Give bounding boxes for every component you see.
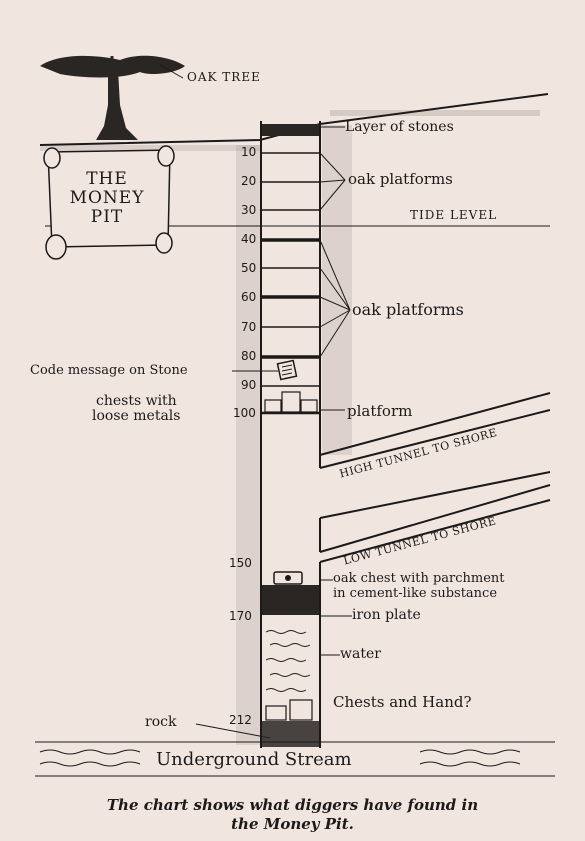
- ground-stipple: [40, 110, 540, 745]
- water-waves: [265, 630, 311, 692]
- label-underground-stream: Underground Stream: [152, 749, 356, 770]
- scroll-banner: [43, 145, 175, 260]
- depth-150: 150: [229, 556, 252, 570]
- label-tide-level: TIDE LEVEL: [410, 208, 498, 222]
- label-layer-of-stones: Layer of stones: [345, 119, 454, 135]
- low-tunnel: [319, 484, 551, 563]
- tree-canopy: [40, 55, 185, 78]
- label-code-message: Code message on Stone: [30, 363, 188, 378]
- label-oak-platforms-top: oak platforms: [348, 170, 453, 188]
- platforms: [262, 152, 319, 415]
- stone-layer: [262, 124, 319, 136]
- oak-tree-drawing: [40, 55, 185, 140]
- scroll-title: THE MONEY PIT: [48, 170, 166, 227]
- depth-50: 50: [241, 261, 257, 275]
- label-water: water: [340, 646, 381, 662]
- oak-chest-parchment: [262, 571, 319, 615]
- label-oak-platforms-mid: oak platforms: [352, 300, 464, 319]
- label-iron-plate: iron plate: [352, 607, 421, 623]
- scroll-line-2: MONEY: [69, 188, 145, 208]
- label-oak-chest-line2: in cement-like substance: [333, 586, 498, 601]
- depth-10: 10: [241, 145, 257, 159]
- chests-loose-metals: [264, 391, 318, 413]
- depth-70: 70: [241, 320, 257, 334]
- label-chests-line1: chests with: [96, 393, 177, 409]
- scroll-line-1: THE: [86, 169, 128, 189]
- caption-line-2: the Money Pit.: [231, 815, 354, 833]
- depth-40: 40: [241, 232, 257, 246]
- label-chests-line2: loose metals: [92, 408, 181, 424]
- code-stone: [276, 359, 298, 381]
- depth-30: 30: [241, 203, 257, 217]
- depth-80: 80: [241, 349, 257, 363]
- underground-stream-waves: [35, 741, 555, 777]
- label-platform: platform: [347, 402, 413, 420]
- label-oak-tree: OAK TREE: [187, 70, 261, 84]
- depth-100: 100: [233, 406, 256, 420]
- depth-90: 90: [241, 378, 257, 392]
- depth-20: 20: [241, 174, 257, 188]
- tree-trunk: [96, 70, 138, 140]
- bottom-chests: [265, 699, 313, 721]
- depth-170: 170: [229, 609, 252, 623]
- label-rock: rock: [145, 714, 177, 730]
- depth-212: 212: [229, 713, 252, 727]
- leader-lines: [159, 64, 352, 739]
- label-chests-and-hand: Chests and Hand?: [333, 693, 472, 711]
- depth-60: 60: [241, 290, 257, 304]
- caption-line-1: The chart shows what diggers have found …: [106, 796, 479, 814]
- high-tunnel: [319, 392, 551, 519]
- caption: The chart shows what diggers have found …: [0, 796, 585, 834]
- label-oak-chest-line1: oak chest with parchment: [333, 571, 505, 586]
- scroll-line-3: PIT: [90, 207, 124, 227]
- rock-layer: [262, 721, 319, 747]
